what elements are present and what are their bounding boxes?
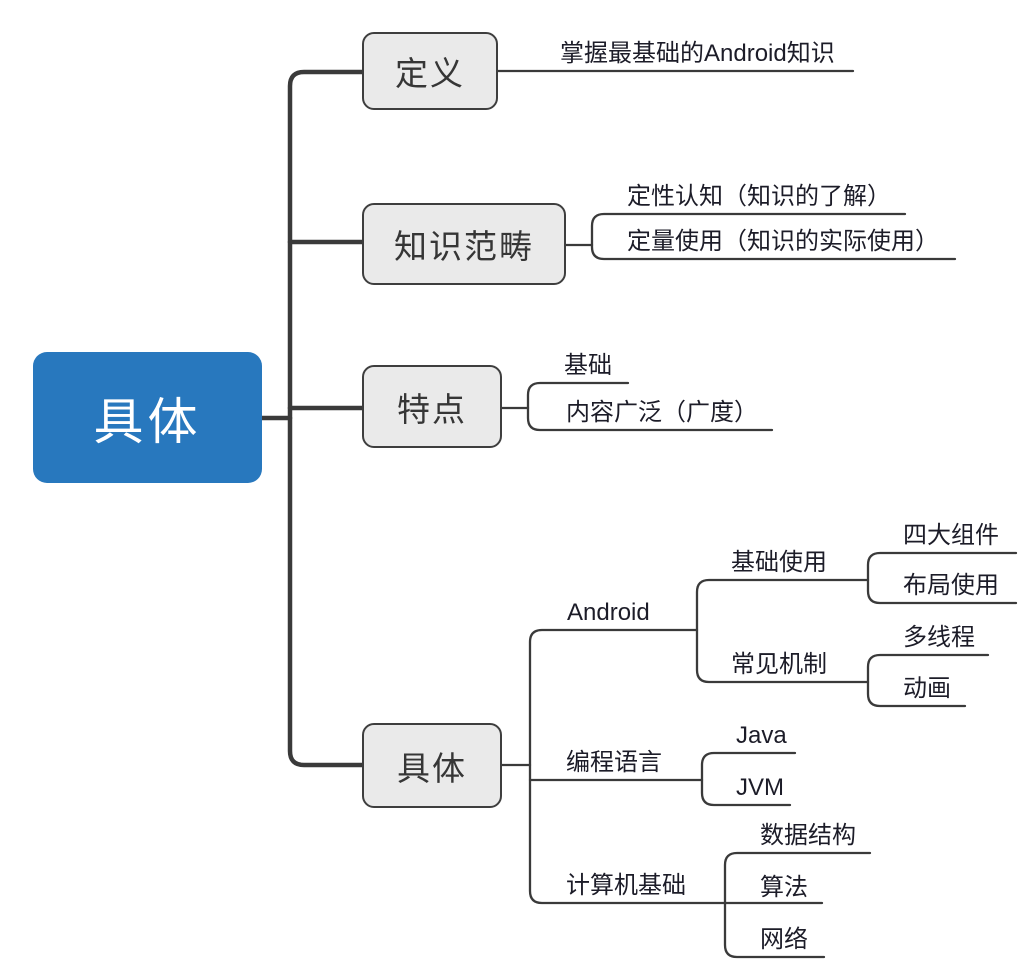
topic-box-features[interactable]: 特点 [362, 365, 502, 448]
topic-quantitative-usage[interactable]: 定量使用（知识的实际使用） [627, 228, 939, 255]
root-node[interactable]: 具体 [33, 352, 262, 483]
topic-java[interactable]: Java [736, 722, 787, 749]
topic-cs-basics[interactable]: 计算机基础 [566, 872, 686, 899]
topic-layout-usage[interactable]: 布局使用 [903, 572, 999, 599]
topic-jvm[interactable]: JVM [736, 774, 784, 801]
topic-broad-content[interactable]: 内容广泛（广度） [566, 399, 758, 426]
topic-box-knowledge-scope[interactable]: 知识范畴 [362, 203, 566, 285]
concrete-bracket [528, 628, 727, 905]
topic-qualitative-cognition[interactable]: 定性认知（知识的了解） [627, 183, 891, 210]
programming-language-bracket [700, 751, 797, 807]
cs-basics-bracket [723, 851, 872, 959]
topic-data-structure[interactable]: 数据结构 [760, 822, 856, 849]
topic-multithreading[interactable]: 多线程 [903, 624, 975, 651]
topic-common-mechanism[interactable]: 常见机制 [731, 651, 827, 678]
topic-android[interactable]: Android [567, 599, 650, 626]
topic-box-concrete[interactable]: 具体 [362, 723, 502, 808]
topic-animation[interactable]: 动画 [903, 675, 951, 702]
android-bracket [695, 578, 870, 684]
common-mechanism-bracket [866, 653, 990, 708]
topic-basic[interactable]: 基础 [564, 352, 612, 379]
trunk-bracket [287, 69, 366, 768]
topic-programming-language[interactable]: 编程语言 [566, 749, 662, 776]
topic-network[interactable]: 网络 [760, 926, 808, 953]
topic-box-definition[interactable]: 定义 [362, 32, 498, 110]
features-bracket [526, 381, 774, 432]
basic-usage-bracket [866, 551, 1018, 605]
knowledge-scope-bracket [590, 212, 957, 261]
topic-four-components[interactable]: 四大组件 [903, 522, 999, 549]
topic-basic-usage[interactable]: 基础使用 [731, 549, 827, 576]
topic-algorithm[interactable]: 算法 [760, 874, 808, 901]
topic-master-android-basics[interactable]: 掌握最基础的Android知识 [560, 40, 835, 67]
